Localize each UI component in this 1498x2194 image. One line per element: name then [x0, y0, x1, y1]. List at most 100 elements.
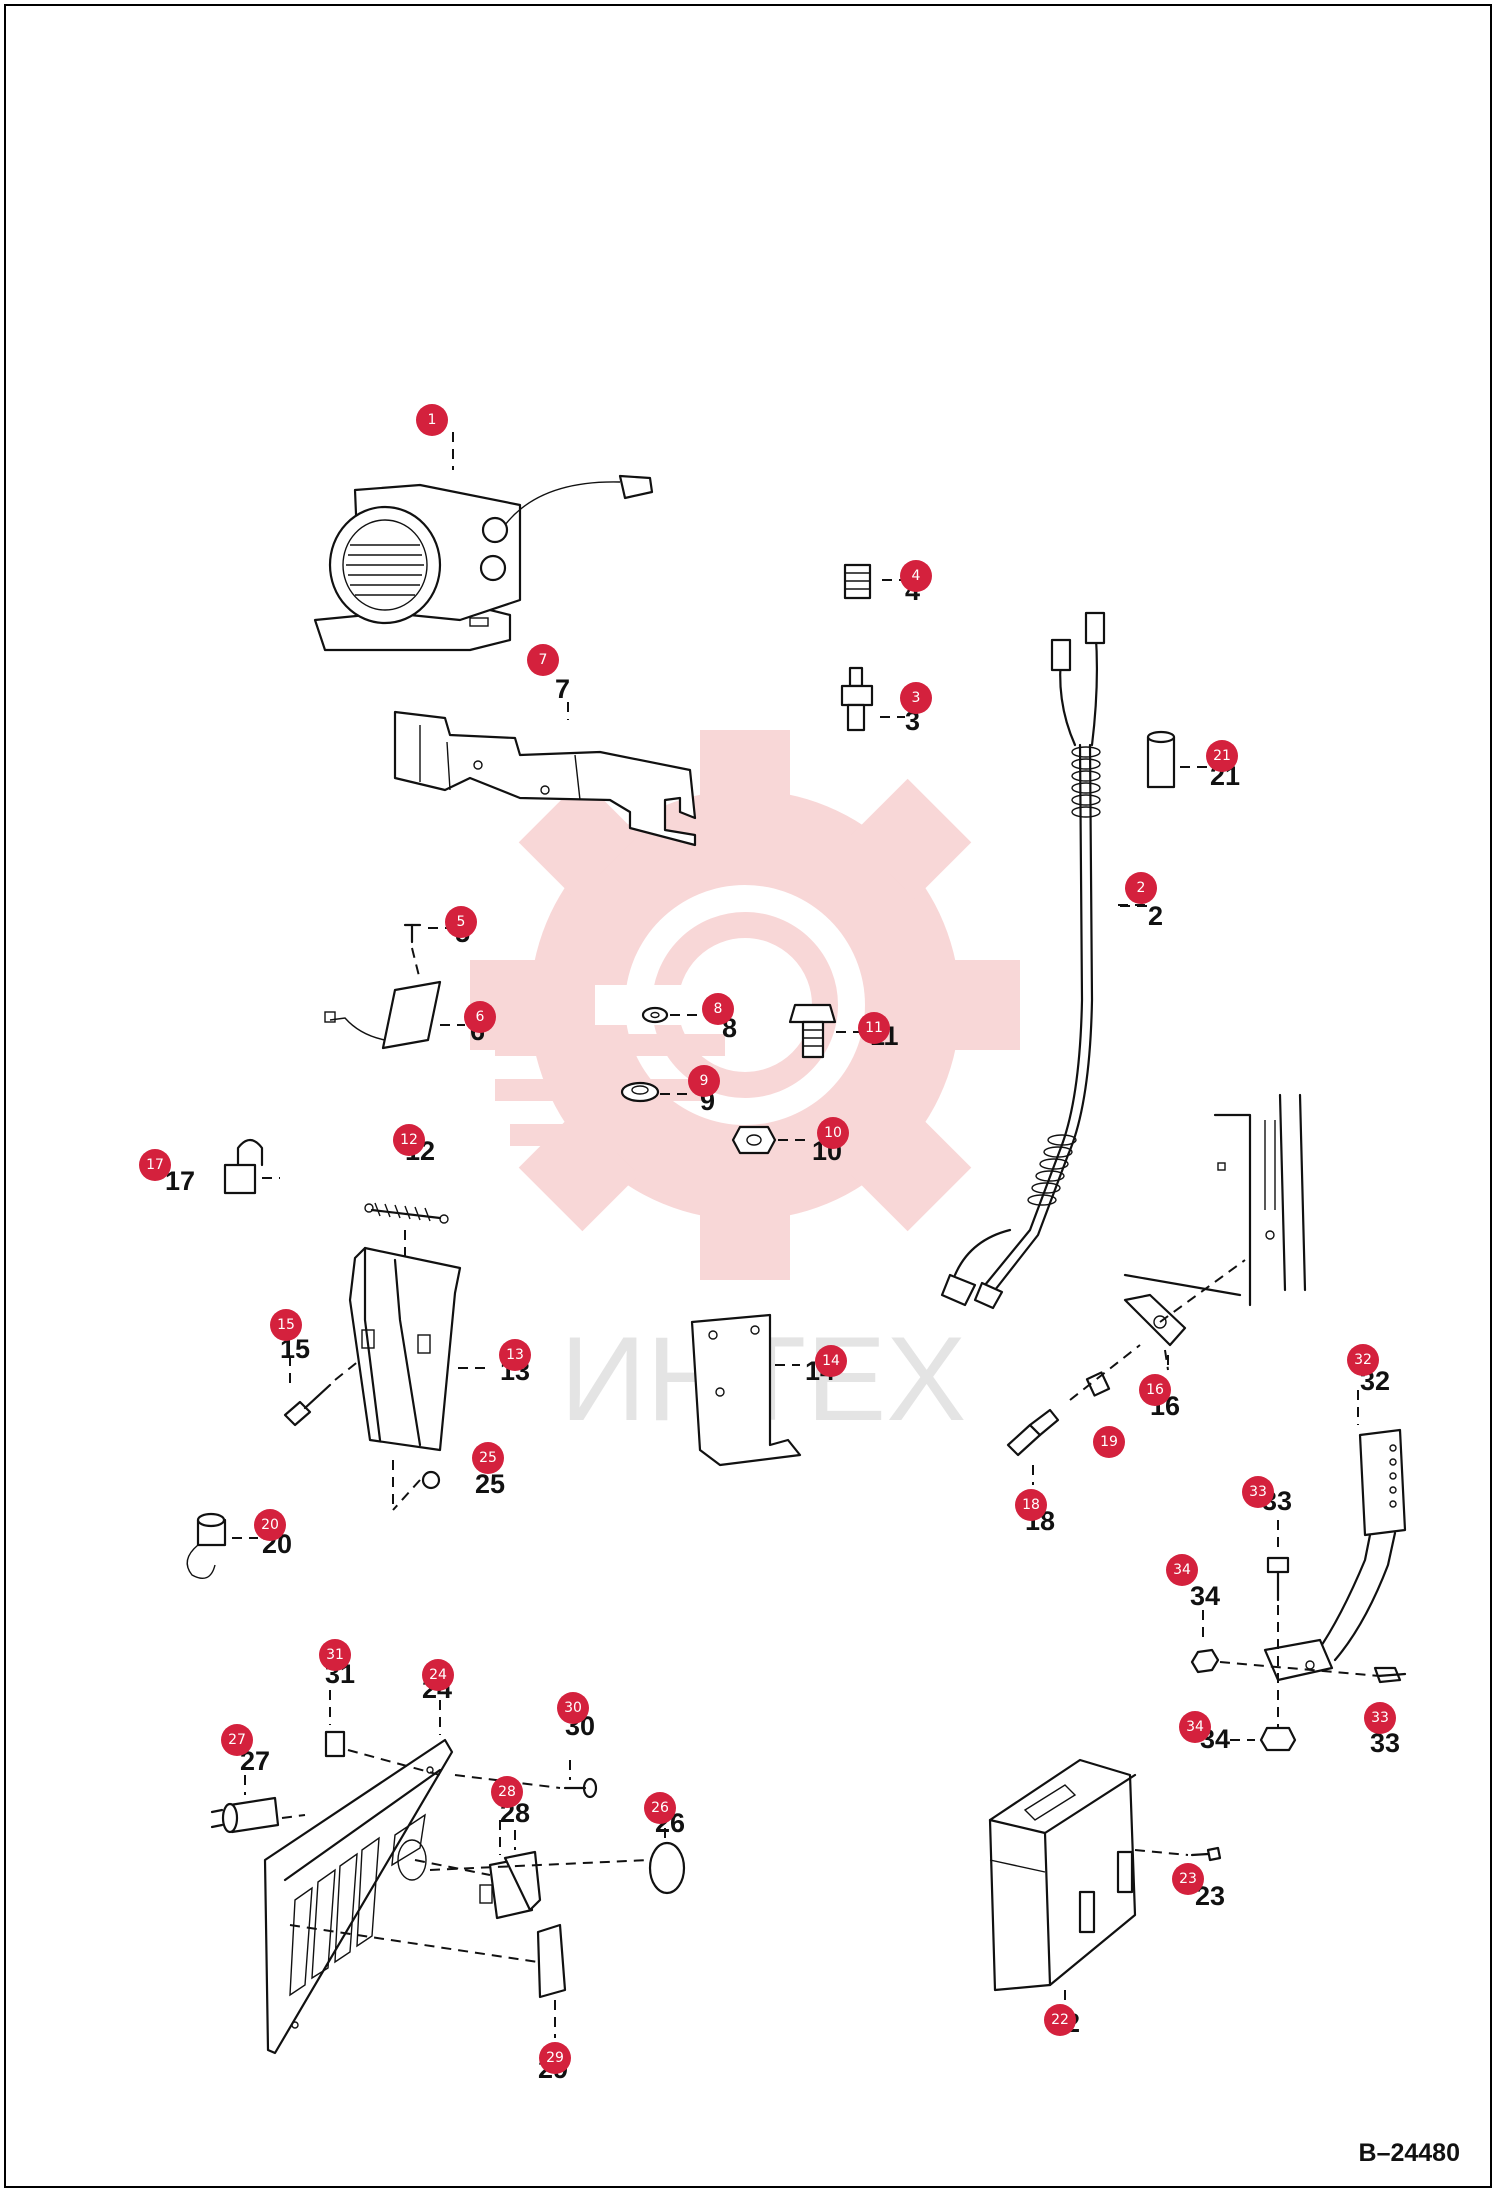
callout-30[interactable]: 30 — [557, 1692, 589, 1724]
svg-text:10: 10 — [824, 1125, 842, 1141]
callout-19[interactable]: 19 — [1093, 1426, 1125, 1458]
callout-16[interactable]: 16 — [1139, 1374, 1171, 1406]
callout-22[interactable]: 22 — [1044, 2004, 1076, 2036]
cap-20 — [186, 1512, 227, 1579]
frame-panel — [1123, 1093, 1307, 1307]
bolt-18 — [1006, 1408, 1060, 1485]
callout-7[interactable]: 7 — [527, 644, 559, 676]
svg-text:7: 7 — [539, 652, 548, 668]
screw-23 — [1134, 1846, 1222, 1862]
spring-part — [843, 563, 872, 600]
svg-text:28: 28 — [498, 1784, 516, 1800]
switch-panel-24 — [263, 1738, 454, 2055]
svg-text:8: 8 — [714, 1001, 723, 1017]
callout-14[interactable]: 14 — [815, 1345, 847, 1377]
svg-text:6: 6 — [476, 1009, 485, 1025]
svg-text:18: 18 — [1022, 1497, 1040, 1513]
callout-12[interactable]: 12 — [393, 1124, 425, 1156]
callout-18[interactable]: 18 — [1015, 1489, 1047, 1521]
svg-text:32: 32 — [1354, 1352, 1372, 1368]
callout-17[interactable]: 17 — [139, 1149, 171, 1181]
callout-28[interactable]: 28 — [491, 1776, 523, 1808]
callout-2[interactable]: 2 — [1125, 872, 1157, 904]
callout-3[interactable]: 3 — [900, 682, 932, 714]
washer-8 — [641, 1006, 669, 1024]
alarm-bracket — [393, 710, 697, 847]
svg-text:3: 3 — [912, 690, 921, 706]
callout-23[interactable]: 23 — [1172, 1863, 1204, 1895]
label-7: 7 — [555, 674, 570, 704]
nut-25 — [392, 1460, 441, 1511]
callout-33[interactable]: 33 — [1242, 1476, 1274, 1508]
callout-9[interactable]: 9 — [688, 1065, 720, 1097]
svg-text:14: 14 — [822, 1353, 840, 1369]
clip-31 — [324, 1730, 441, 1776]
svg-text:24: 24 — [429, 1667, 447, 1683]
svg-text:12: 12 — [400, 1132, 418, 1148]
callout-13[interactable]: 13 — [499, 1339, 531, 1371]
spring-12 — [364, 1202, 449, 1270]
svg-text:13: 13 — [506, 1347, 524, 1363]
callout-34b[interactable]: 34 — [1179, 1711, 1211, 1743]
label-25: 25 — [475, 1469, 505, 1499]
callouts: 1 7 4 3 21 2 5 6 8 9 10 11 12 17 15 13 1… — [139, 404, 1396, 2074]
wiring-harness — [940, 611, 1106, 1310]
callout-25[interactable]: 25 — [472, 1442, 504, 1474]
label-2: 2 — [1148, 901, 1163, 931]
callout-26[interactable]: 26 — [644, 1792, 676, 1824]
bolt-11 — [788, 1003, 837, 1059]
svg-text:15: 15 — [277, 1317, 295, 1333]
callout-15[interactable]: 15 — [270, 1309, 302, 1341]
svg-text:21: 21 — [1213, 748, 1231, 764]
callout-21[interactable]: 21 — [1206, 740, 1238, 772]
callout-5[interactable]: 5 — [445, 906, 477, 938]
svg-text:20: 20 — [261, 1517, 279, 1533]
control-box-22 — [988, 1758, 1137, 2018]
svg-text:34: 34 — [1173, 1562, 1191, 1578]
callout-11[interactable]: 11 — [858, 1012, 890, 1044]
svg-text:34: 34 — [1186, 1719, 1204, 1735]
callout-29[interactable]: 29 — [539, 2042, 571, 2074]
screw-30 — [454, 1774, 598, 1799]
watermark-logo: ИНТЕХ — [470, 730, 1020, 1446]
svg-text:16: 16 — [1146, 1382, 1164, 1398]
callout-31[interactable]: 31 — [319, 1639, 351, 1671]
drawing-number: B–24480 — [1358, 2139, 1460, 2167]
callout-10[interactable]: 10 — [817, 1117, 849, 1149]
svg-text:4: 4 — [912, 568, 921, 584]
callout-8[interactable]: 8 — [702, 993, 734, 1025]
bolt-15 — [283, 1359, 361, 1427]
padlock — [223, 1138, 264, 1195]
callout-1[interactable]: 1 — [416, 404, 448, 436]
backup-alarm — [313, 474, 654, 652]
callout-27[interactable]: 27 — [221, 1724, 253, 1756]
svg-text:33: 33 — [1371, 1710, 1389, 1726]
switch-6 — [324, 980, 442, 1050]
label-34: 34 — [1190, 1581, 1220, 1611]
svg-text:29: 29 — [546, 2050, 564, 2066]
svg-text:11: 11 — [865, 1020, 883, 1036]
svg-text:33: 33 — [1249, 1484, 1267, 1500]
tube-sleeve — [1146, 730, 1176, 789]
drawing-frame — [4, 4, 1492, 2188]
bracket-14 — [690, 1313, 802, 1467]
callout-6[interactable]: 6 — [464, 1001, 496, 1033]
callout-24[interactable]: 24 — [422, 1659, 454, 1691]
bolt-33-side — [1373, 1666, 1407, 1684]
bolt-33-top — [1266, 1556, 1290, 1740]
svg-text:1: 1 — [428, 412, 437, 428]
callout-33b[interactable]: 33 — [1364, 1702, 1396, 1734]
svg-text:23: 23 — [1179, 1871, 1197, 1887]
spacer-9 — [620, 1081, 660, 1103]
svg-text:5: 5 — [457, 914, 466, 930]
clamp-16 — [1123, 1259, 1246, 1371]
callout-34[interactable]: 34 — [1166, 1554, 1198, 1586]
svg-text:26: 26 — [651, 1800, 669, 1816]
callout-20[interactable]: 20 — [254, 1509, 286, 1541]
callout-32[interactable]: 32 — [1347, 1344, 1379, 1376]
pedal-32 — [1219, 1428, 1407, 1682]
svg-text:22: 22 — [1051, 2012, 1069, 2028]
callout-4[interactable]: 4 — [900, 560, 932, 592]
svg-text:25: 25 — [479, 1450, 497, 1466]
